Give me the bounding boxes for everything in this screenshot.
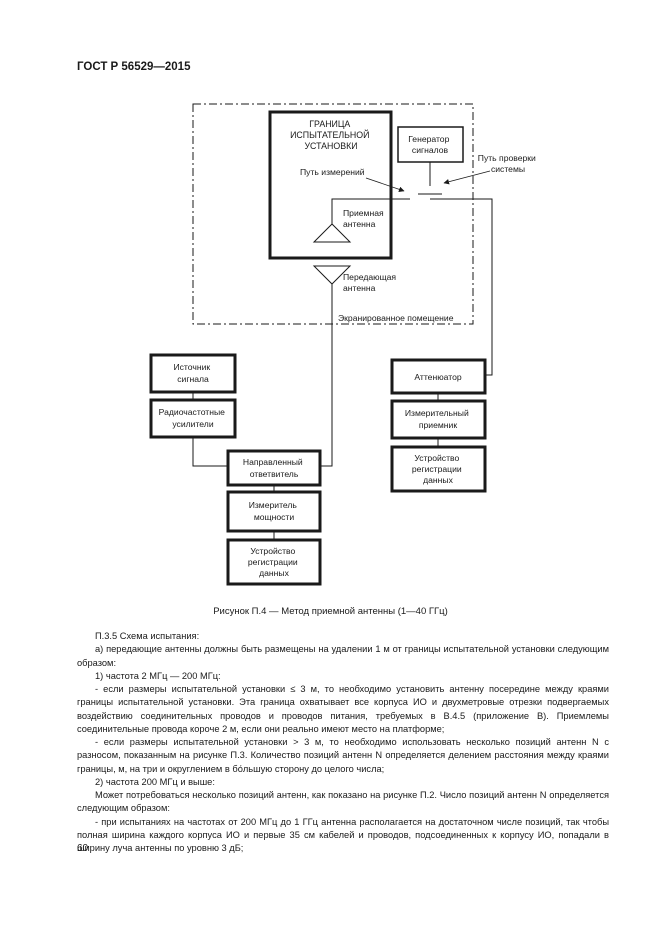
transmitting-antenna-icon [312,265,352,285]
measuring-receiver-label: Измерительный приемник [405,408,471,430]
receiving-antenna-feed [331,198,410,235]
figure-caption: Рисунок П.4 — Метод приемной антенны (1—… [213,606,448,617]
recorder-right-label: Устройство регистрации данных [412,453,464,485]
measurement-path-label: Путь измерений [300,167,365,177]
paragraph: 2) частота 200 МГц и выше: [95,776,215,787]
directional-coupler-label: Направленный ответвитель [243,457,305,479]
page-number: 60 [77,843,89,854]
boundary-label: ГРАНИЦА ИСПЫТАТЕЛЬНОЙ УСТАНОВКИ [290,119,372,151]
test-setup-boundary [268,110,393,260]
rf-amplifiers-label: Радиочастотные усилители [159,407,228,429]
shielded-room-border [192,103,474,325]
attenuator-box [390,358,487,395]
measuring-receiver-box [390,399,487,440]
paragraph: - при испытаниях на частотах от 200 МГц … [77,816,609,854]
signal-generator-label: Генератор сигналов [408,134,452,155]
receiver-signal-line [430,198,493,376]
attenuator-label: Аттенюатор [414,372,461,382]
paragraph: Может потребоваться несколько позиций ан… [77,790,609,814]
paragraph: - если размеры испытательной установки ≤… [77,684,609,734]
transmitting-antenna-label: Передающая антенна [343,272,398,293]
paragraph: 1) частота 2 МГц — 200 МГц: [95,670,221,681]
signal-source-label: Источник сигнала [173,362,212,384]
paragraph: а) передающие антенны должны быть размещ… [77,644,609,668]
recorder-left-box [226,538,322,586]
body-text: П.3.5 Схема испытания: а) передающие ант… [77,630,609,855]
receiving-antenna-label: Приемная антенна [343,208,386,229]
paragraph: П.3.5 Схема испытания: [95,631,200,641]
document-code: ГОСТ Р 56529—2015 [77,61,191,73]
system-check-path-label: Путь проверки системы [478,153,538,174]
system-check-path-arrow [443,170,491,185]
receiving-antenna-icon [312,223,352,243]
transmit-feed-line [320,284,333,467]
measurement-path-arrow [365,177,405,193]
power-meter-label: Измеритель мощности [249,500,300,522]
recorder-left-label: Устройство регистрации данных [248,546,300,578]
signal-source-box [149,353,237,394]
test-setup-diagram: Экранированное помещение ГРАНИЦА ИСПЫТАТ… [149,103,538,586]
recorder-right-box [390,445,487,493]
signal-generator-box [397,126,464,163]
rf-amplifiers-box [149,398,237,439]
paragraph: - если размеры испытательной установки >… [77,737,609,774]
shielded-room-label: Экранированное помещение [338,313,454,323]
